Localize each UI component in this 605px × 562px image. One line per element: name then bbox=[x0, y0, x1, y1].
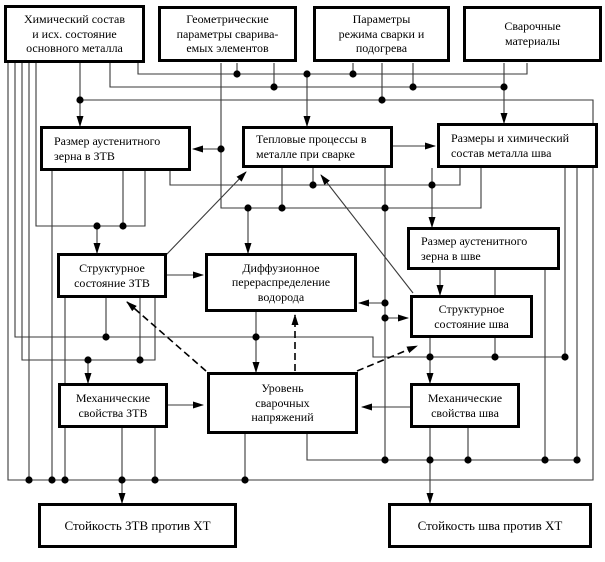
node-haz-cold-crack-resistance: Стойкость ЗТВ против ХТ bbox=[38, 503, 237, 548]
edge-lines bbox=[7, 63, 594, 504]
node-welding-stress-level: Уровень сварочных напряжений bbox=[207, 372, 358, 434]
junction-dots bbox=[25, 70, 581, 484]
node-hydrogen-diffusion: Диффузионное перераспределение водорода bbox=[205, 253, 357, 312]
node-haz-mechanical-properties: Механические свойства ЗТВ bbox=[58, 383, 168, 428]
node-welding-materials: Сварочные материалы bbox=[463, 6, 602, 62]
node-weld-cold-crack-resistance: Стойкость шва против ХТ bbox=[388, 503, 592, 548]
node-haz-structural-state: Структурное состояние ЗТВ bbox=[57, 253, 167, 298]
node-weld-austenite-grain-size: Размер аустенитного зерна в шве bbox=[407, 227, 560, 270]
node-geometric-parameters: Геометрические параметры сварива- емых э… bbox=[158, 6, 297, 62]
node-haz-austenite-grain-size: Размер аустенитного зерна в ЗТВ bbox=[40, 126, 191, 171]
node-weld-structural-state: Структурное состояние шва bbox=[410, 295, 533, 338]
node-weld-mechanical-properties: Механические свойства шва bbox=[410, 383, 520, 428]
node-weld-metal-size-composition: Размеры и химический состав металла шва bbox=[437, 123, 598, 168]
node-thermal-processes: Тепловые процессы в металле при сварке bbox=[242, 126, 393, 168]
node-welding-mode-parameters: Параметры режима сварки и подогрева bbox=[313, 6, 450, 62]
node-base-metal-composition: Химический состав и исх. состояние основ… bbox=[4, 5, 145, 63]
